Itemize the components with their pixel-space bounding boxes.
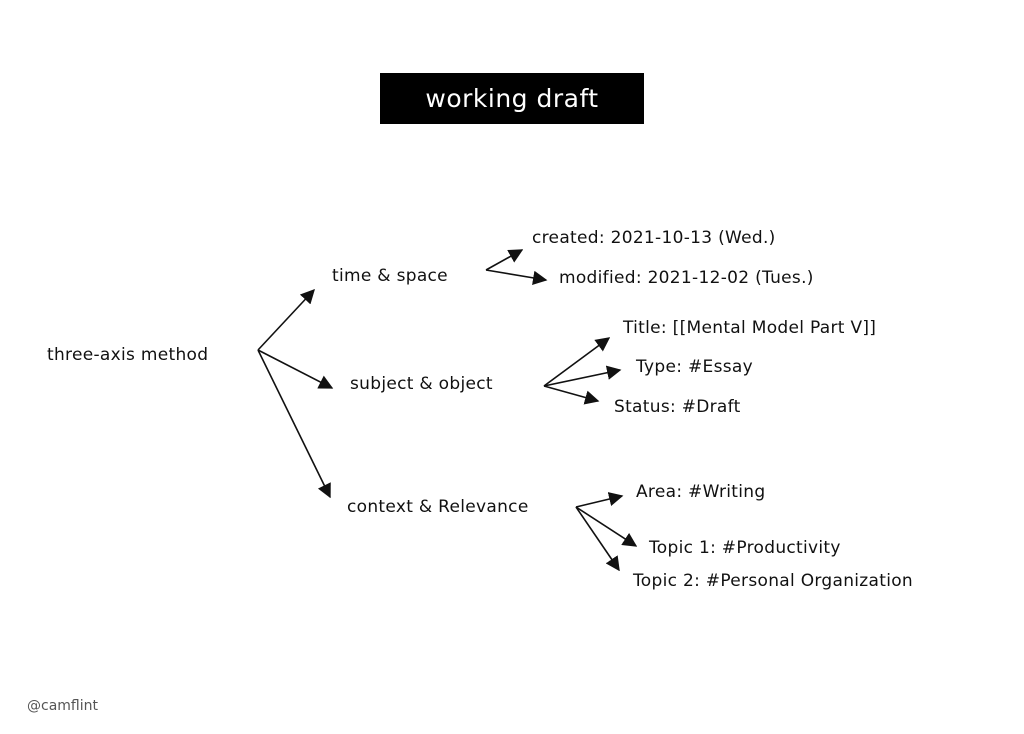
leaf-topic-1: Topic 1: #Productivity	[649, 538, 841, 558]
leaf-status: Status: #Draft	[614, 397, 741, 417]
branch-context-relevance: context & Relevance	[347, 497, 529, 517]
branch-subject-object: subject & object	[350, 374, 493, 394]
arrow-to-created	[485, 249, 524, 271]
leaf-title: Title: [[Mental Model Part V]]	[623, 318, 877, 338]
leaf-area: Area: #Writing	[636, 482, 766, 502]
arrow-root-to-context-relevance	[257, 349, 331, 499]
arrow-to-type	[543, 365, 622, 387]
diagram-title: working draft	[425, 84, 599, 113]
leaf-type: Type: #Essay	[636, 357, 753, 377]
title-banner: working draft	[380, 73, 644, 124]
author-signature: @camflint	[27, 698, 98, 714]
arrow-to-topic-2	[575, 506, 620, 572]
arrow-to-title	[543, 337, 611, 387]
arrow-root-to-subject-object	[257, 349, 334, 389]
arrow-to-status	[543, 385, 600, 405]
arrow-to-topic-1	[575, 506, 638, 547]
arrow-to-area	[575, 492, 624, 508]
leaf-modified: modified: 2021-12-02 (Tues.)	[559, 268, 814, 288]
arrow-to-modified	[485, 269, 548, 285]
leaf-topic-2: Topic 2: #Personal Organization	[633, 571, 914, 591]
arrow-root-to-time-space	[257, 288, 315, 351]
leaf-created: created: 2021-10-13 (Wed.)	[532, 228, 776, 248]
branch-time-space: time & space	[332, 266, 448, 286]
root-node: three-axis method	[47, 345, 209, 365]
